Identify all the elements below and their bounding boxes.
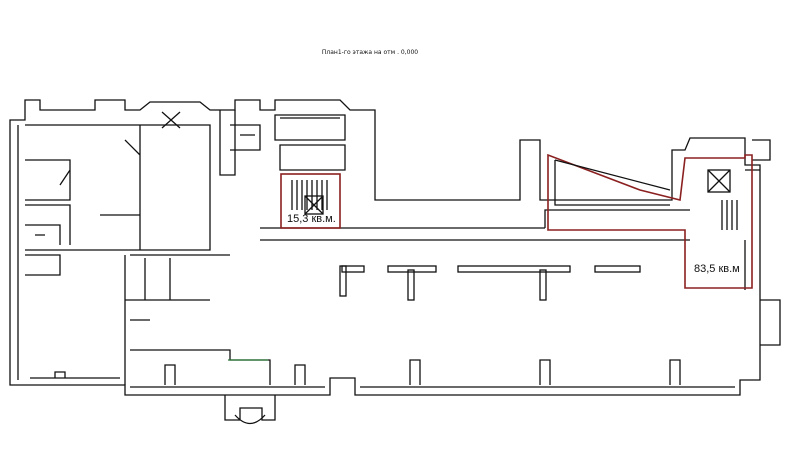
pier-5 xyxy=(457,265,571,273)
left-block-walls xyxy=(25,124,211,251)
entrance-porch xyxy=(224,395,276,425)
plan-title: План1-го этажа на отм . 0,000 xyxy=(321,49,419,56)
corner-area-outline xyxy=(547,153,753,289)
pier-1 xyxy=(341,265,365,273)
area-label-stair: 15,3 кв.м. xyxy=(287,213,336,225)
elevator-right xyxy=(707,169,731,193)
right-column-walls xyxy=(744,139,781,346)
pier-2 xyxy=(339,265,347,297)
pier-3 xyxy=(387,265,437,273)
inner-bottom-wall xyxy=(30,377,735,388)
stair-hatch-right xyxy=(721,200,738,230)
elevator-left xyxy=(304,195,324,215)
toilet-walls xyxy=(25,224,61,276)
stair-block-top xyxy=(274,114,346,171)
area-label-corner: 83,5 кв.м xyxy=(694,263,740,275)
stair-area-outline xyxy=(280,173,341,229)
bottom-piers xyxy=(54,359,681,385)
outer-wall xyxy=(9,99,761,396)
top-small-rooms xyxy=(219,110,261,176)
pier-7 xyxy=(594,265,641,273)
middle-partitions xyxy=(124,254,271,385)
diagonal-wing xyxy=(554,159,671,206)
pier-6 xyxy=(539,269,547,301)
elevator-top xyxy=(161,111,181,129)
pier-4 xyxy=(407,269,415,301)
stair-hatch-left xyxy=(291,180,328,210)
